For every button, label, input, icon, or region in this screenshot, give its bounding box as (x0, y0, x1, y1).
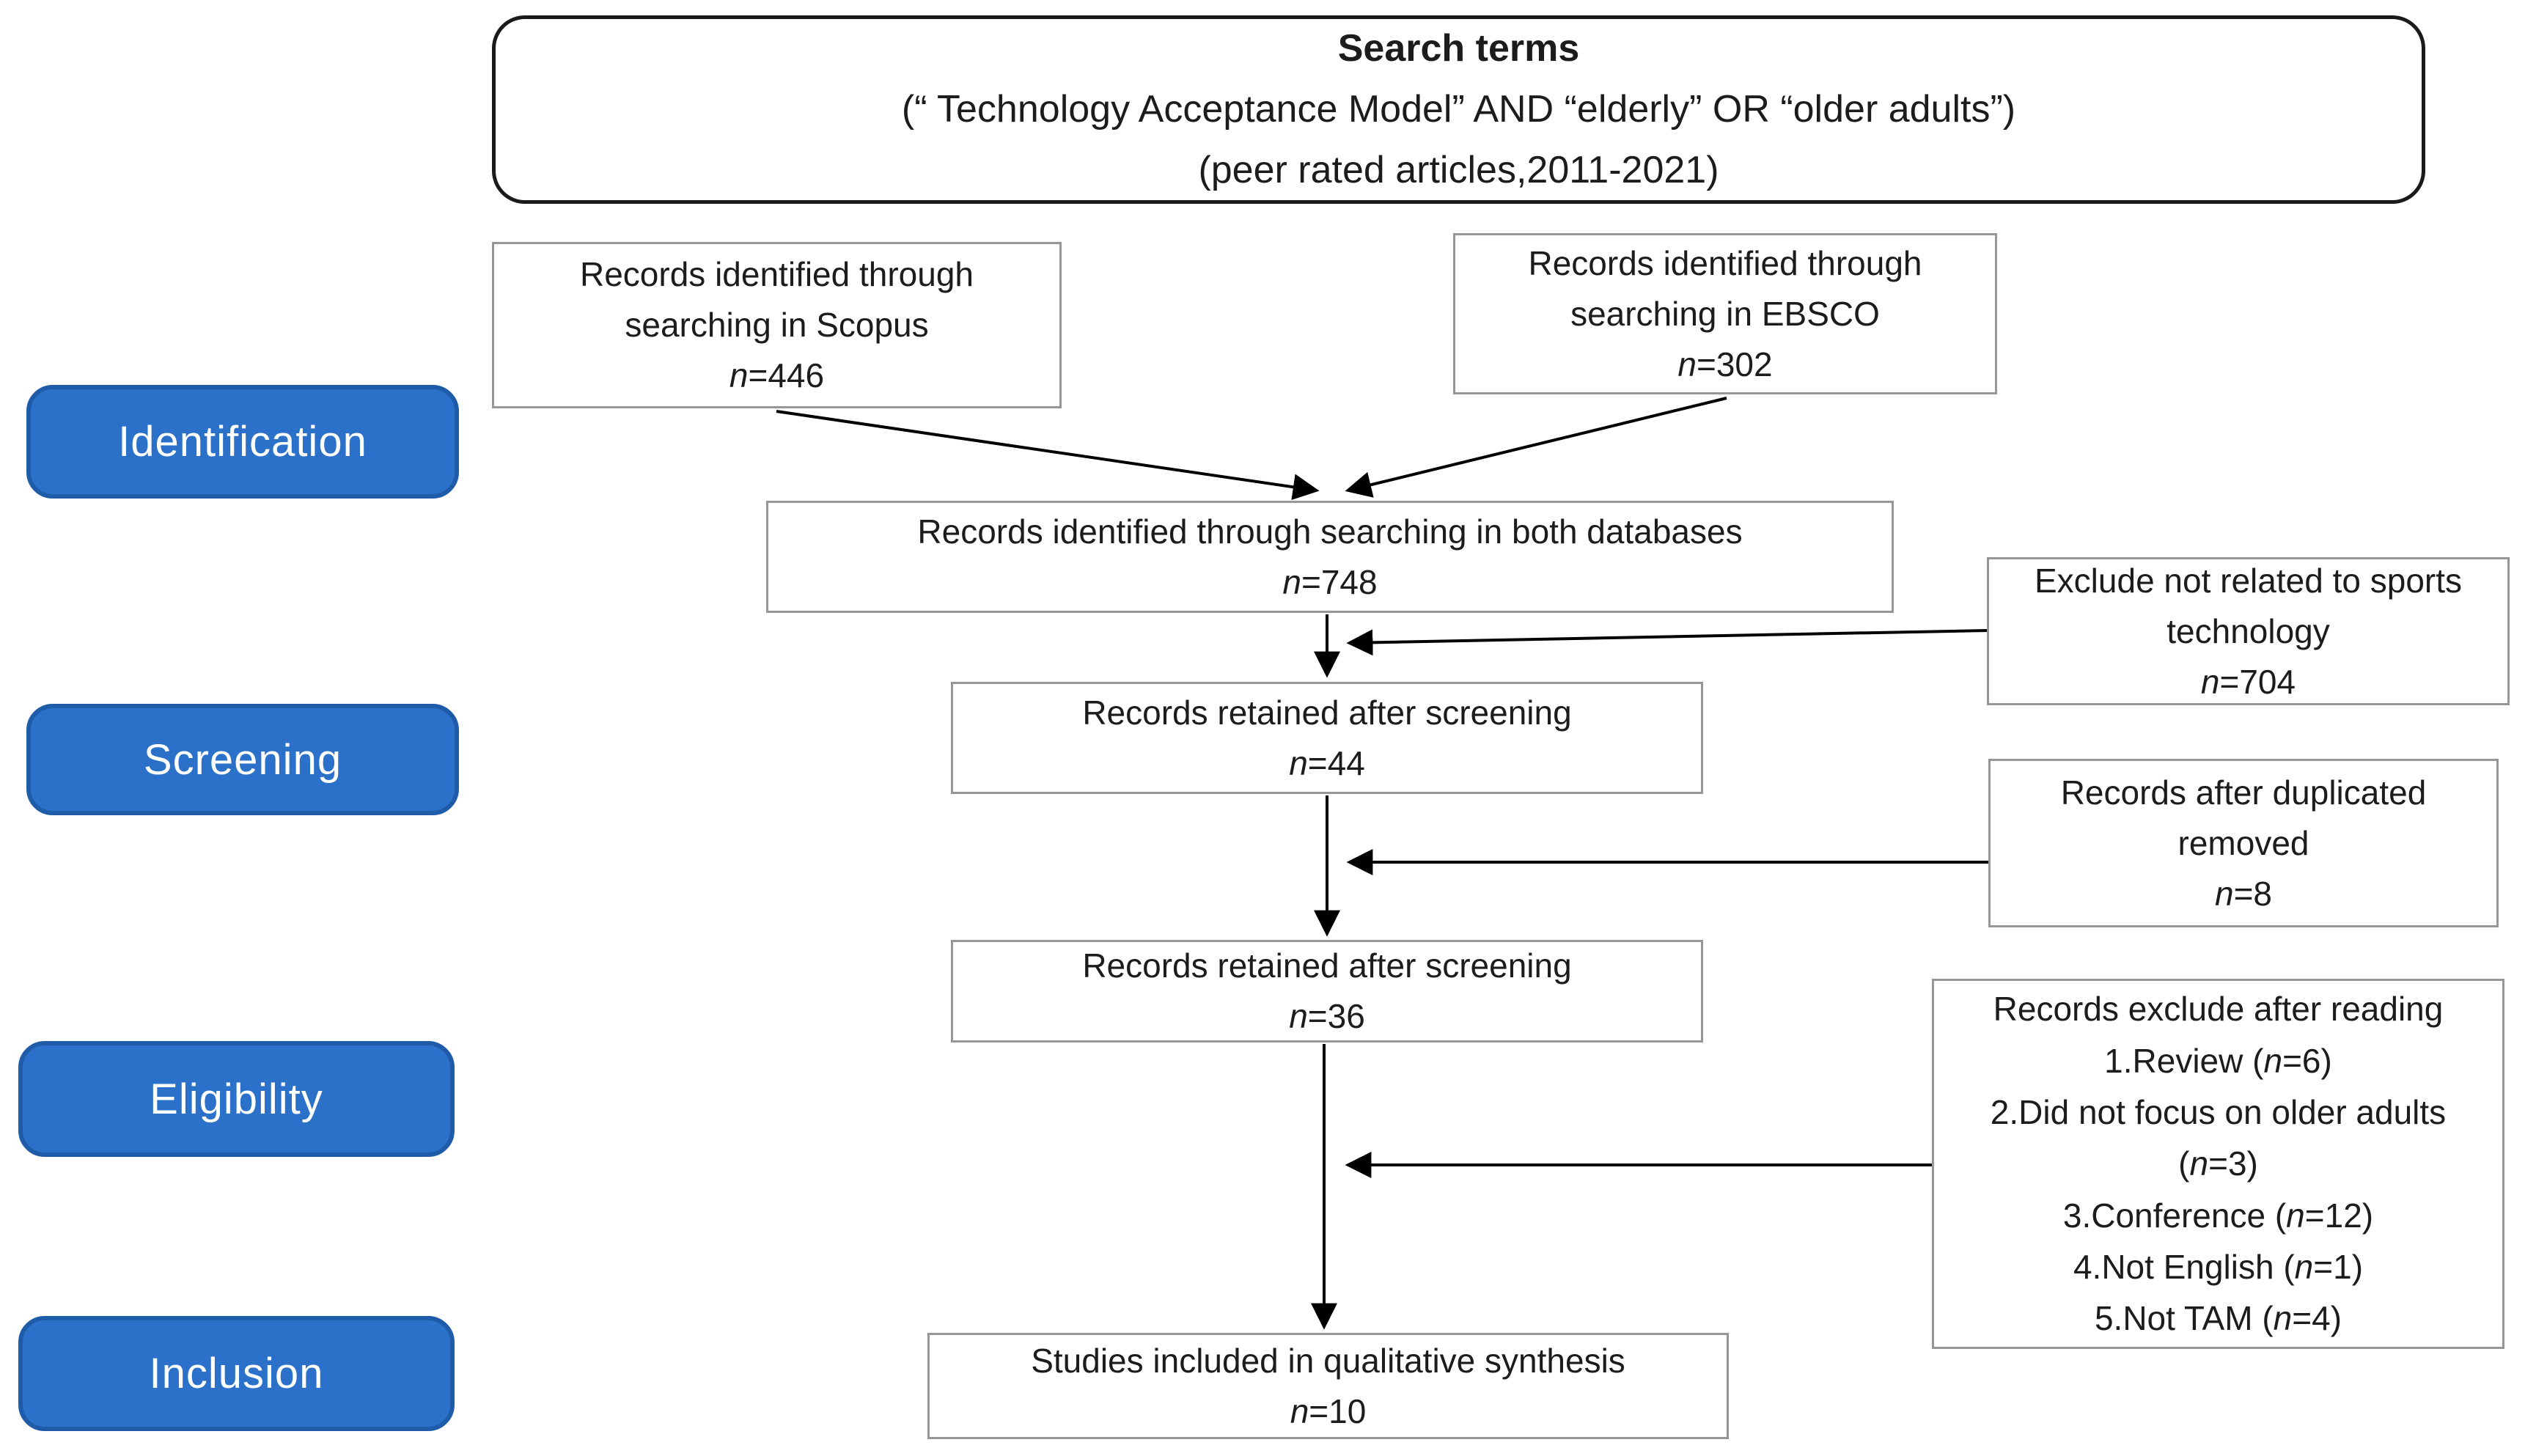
stage-label-screening: Screening (26, 704, 459, 815)
box-count: n=10 (1290, 1391, 1367, 1430)
flow-box-duplicates-removed: Records after duplicated removed n=8 (1988, 759, 2499, 927)
stage-label-identification: Identification (26, 385, 459, 499)
box-count: n=446 (729, 356, 825, 394)
box-count: n=704 (2200, 662, 2296, 701)
stage-text: Screening (143, 735, 342, 784)
flow-box-scopus: Records identified through searching in … (492, 242, 1062, 408)
stage-text: Identification (118, 418, 367, 466)
stage-text: Eligibility (150, 1075, 323, 1123)
arrow-scopus-to-both (776, 410, 1320, 501)
flow-box-excluded-after-reading: Records exclude after reading 1.Review (… (1932, 979, 2504, 1349)
flow-box-both-databases: Records identified through searching in … (766, 501, 1894, 613)
flow-box-included: Studies included in qualitative synthesi… (927, 1333, 1729, 1439)
stage-label-eligibility: Eligibility (18, 1041, 455, 1157)
box-count: n=36 (1289, 997, 1365, 1035)
stage-label-inclusion: Inclusion (18, 1316, 455, 1431)
arrow-ebsco-to-both (1345, 397, 1727, 498)
box-text: Exclude not related to sports technology (2035, 561, 2462, 650)
flow-box-ebsco: Records identified through searching in … (1453, 233, 1997, 394)
box-text: Records retained after screening (1082, 946, 1572, 985)
arrow-exclude-sports-connector (1346, 629, 1988, 656)
exclusion-item: 5.Not TAM (n=4) (2094, 1299, 2342, 1338)
box-text: Records identified through searching in … (917, 512, 1743, 551)
box-text: Records exclude after reading (1993, 990, 2444, 1029)
exclusion-item: 1.Review (n=6) (2104, 1041, 2332, 1080)
flow-box-retained-after-screening-36: Records retained after screening n=36 (951, 940, 1703, 1043)
search-terms-box: Search terms (“ Technology Acceptance Mo… (492, 15, 2425, 204)
exclusion-item: 3.Conference (n=12) (2062, 1196, 2374, 1235)
exclusion-item: 2.Did not focus on older adults (n=3) (1990, 1092, 2447, 1183)
box-count: n=302 (1677, 345, 1773, 383)
search-terms-filter: (peer rated articles,2011-2021) (1198, 149, 1719, 192)
box-count: n=8 (2214, 874, 2273, 913)
box-text: Records identified through searching in … (580, 255, 974, 344)
box-text: Studies included in qualitative synthesi… (1031, 1341, 1625, 1380)
flow-box-retained-after-screening-44: Records retained after screening n=44 (951, 682, 1703, 794)
stage-text: Inclusion (149, 1350, 324, 1397)
box-count: n=748 (1282, 562, 1378, 601)
flow-box-exclude-sports: Exclude not related to sports technology… (1987, 557, 2510, 705)
box-count: n=44 (1289, 743, 1365, 782)
exclusion-item: 4.Not English (n=1) (2073, 1248, 2364, 1287)
box-text: Records identified through searching in … (1528, 243, 1922, 333)
box-text: Records retained after screening (1082, 693, 1572, 732)
box-text: Records after duplicated removed (2060, 773, 2427, 862)
search-terms-query: (“ Technology Acceptance Model” AND “eld… (901, 87, 2016, 130)
search-terms-title: Search terms (1337, 26, 1580, 70)
